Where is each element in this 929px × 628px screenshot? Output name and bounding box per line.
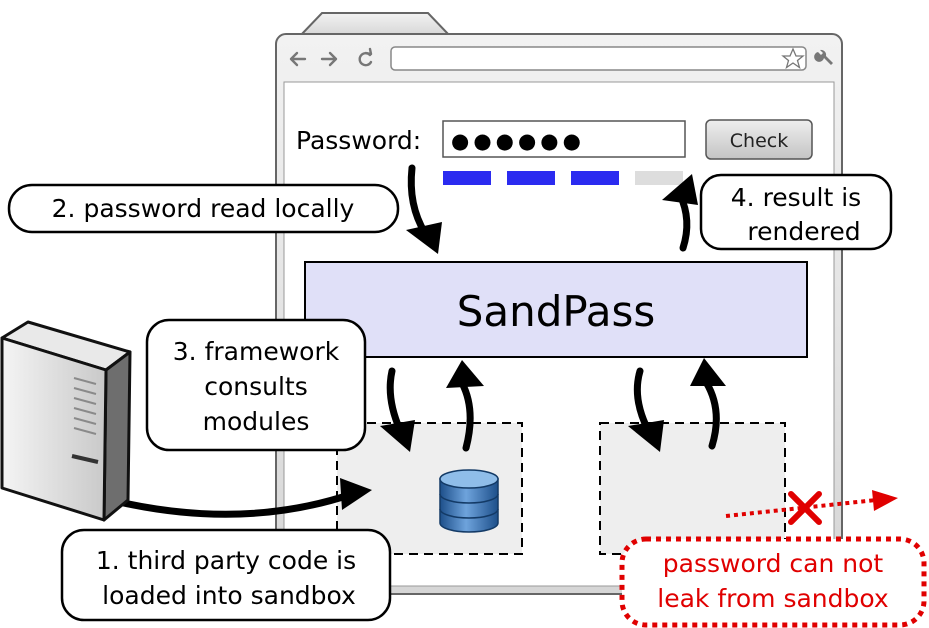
callout-step2-text: 2. password read locally bbox=[52, 194, 355, 223]
reload-icon[interactable] bbox=[358, 47, 373, 67]
red-x-icon bbox=[788, 491, 822, 525]
arrow-from-module-right bbox=[702, 378, 720, 450]
database-icon bbox=[439, 469, 499, 533]
check-button-label: Check bbox=[730, 130, 788, 152]
password-input-value: ●●●●●● bbox=[451, 129, 585, 153]
star-icon[interactable] bbox=[781, 47, 805, 70]
arrow-right-icon[interactable] bbox=[320, 51, 338, 67]
password-input[interactable] bbox=[442, 120, 686, 158]
callout-step1-line2: loaded into sandbox bbox=[102, 581, 356, 610]
callout-step3-line1: 3. framework bbox=[173, 337, 340, 366]
callout-step2 bbox=[7, 183, 400, 234]
callout-step4-line1: 4. result is bbox=[731, 183, 861, 212]
wrench-icon[interactable] bbox=[814, 49, 833, 65]
callout-step4-line2: rendered bbox=[747, 217, 860, 246]
callout-leak bbox=[619, 536, 927, 628]
callout-leak-line1: password can not bbox=[663, 549, 884, 578]
callout-leak-line2: leak from sandbox bbox=[657, 584, 888, 613]
callout-step3-line3: modules bbox=[203, 407, 310, 436]
arrow-from-module-left bbox=[458, 379, 474, 452]
callout-step4 bbox=[699, 173, 893, 251]
arrow-left-icon[interactable] bbox=[289, 51, 307, 67]
strength-segment bbox=[635, 171, 683, 185]
strength-segment bbox=[571, 171, 619, 185]
sandpass-title: SandPass bbox=[457, 287, 656, 336]
strength-segment bbox=[507, 171, 555, 185]
callout-step3 bbox=[145, 318, 367, 452]
callout-step1-line1: 1. third party code is bbox=[96, 546, 356, 575]
server-tower-icon bbox=[0, 320, 132, 522]
check-button[interactable] bbox=[705, 119, 813, 160]
password-label: Password: bbox=[296, 126, 421, 155]
address-bar[interactable] bbox=[390, 46, 807, 71]
sandbox-module-right bbox=[599, 422, 786, 555]
arrow-heads bbox=[340, 174, 726, 510]
browser-tab[interactable] bbox=[297, 12, 453, 37]
callout-step3-line2: consults bbox=[204, 372, 308, 401]
sandpass-framework-box bbox=[304, 261, 808, 358]
password-strength-meter bbox=[443, 171, 683, 185]
callout-step1 bbox=[60, 528, 392, 622]
strength-segment bbox=[443, 171, 491, 185]
